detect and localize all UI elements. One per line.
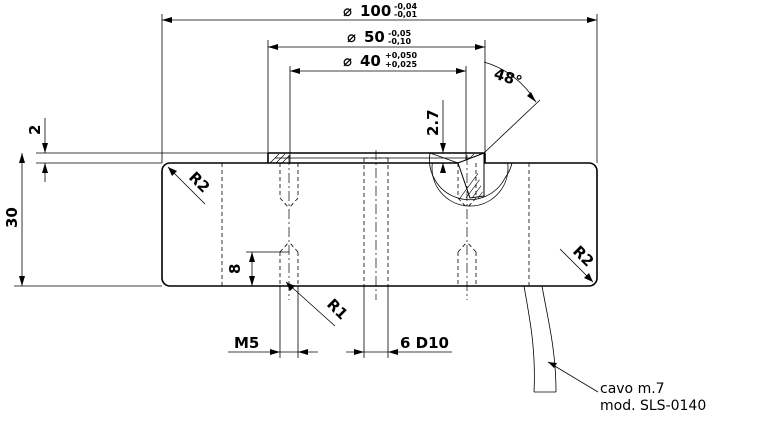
- cable-note-line2: mod. SLS-0140: [600, 398, 706, 414]
- dim-d40: ⌀ 40 +0,050 +0,025: [289, 51, 467, 153]
- hidden-lines: [221, 157, 530, 286]
- radius-thread: R1: [285, 281, 351, 327]
- dim-d100: ⌀ 100 -0,04 -0,01: [161, 2, 598, 163]
- dim-depth-8: 8: [226, 251, 289, 287]
- dim-d50: ⌀ 50 -0,05 -0,10: [267, 28, 486, 153]
- depth-2-7-value: 2.7: [424, 109, 442, 136]
- center-lines: [288, 150, 468, 300]
- step-2-value: 2: [26, 125, 44, 135]
- cable-note-line1: cavo m.7: [600, 381, 665, 397]
- d40-symbol: ⌀: [343, 52, 352, 70]
- dim-pin-hole: 6 D10: [346, 286, 452, 358]
- d50-tol-lower: -0,10: [388, 37, 411, 46]
- ring-hatching: [269, 153, 486, 164]
- d40-value: 40: [360, 52, 381, 70]
- m5-value: M5: [234, 334, 259, 352]
- angle-value: 48°: [492, 65, 525, 91]
- pin-hole-value: 6 D10: [400, 334, 449, 352]
- d100-value: 100: [360, 2, 391, 20]
- height-30-value: 30: [3, 207, 21, 228]
- radius-top-left: R2: [167, 166, 213, 205]
- depth-8-value: 8: [226, 264, 244, 274]
- dim-angle: 48°: [483, 61, 541, 154]
- d40-tol-upper: +0,050: [385, 51, 417, 60]
- dim-m5: M5: [228, 286, 318, 358]
- d50-tol-upper: -0,05: [388, 29, 411, 38]
- dim-step-2: 2: [26, 118, 268, 182]
- d50-value: 50: [364, 28, 385, 46]
- d100-symbol: ⌀: [343, 2, 352, 20]
- d40-tol-lower: +0,025: [385, 60, 417, 69]
- cable: [523, 285, 599, 393]
- d50-symbol: ⌀: [347, 28, 356, 46]
- radius-bottom-right-value: R2: [569, 242, 597, 270]
- dim-height-30: 30: [3, 153, 162, 287]
- d100-tol-upper: -0,04: [394, 2, 417, 11]
- radius-top-left-value: R2: [185, 168, 213, 196]
- cone-detail: [429, 152, 513, 207]
- dim-depth-2-7: 2.7: [424, 100, 446, 173]
- body-outline: [161, 152, 598, 287]
- d100-tol-lower: -0,01: [394, 10, 417, 19]
- radius-bottom-right: R2: [559, 242, 597, 283]
